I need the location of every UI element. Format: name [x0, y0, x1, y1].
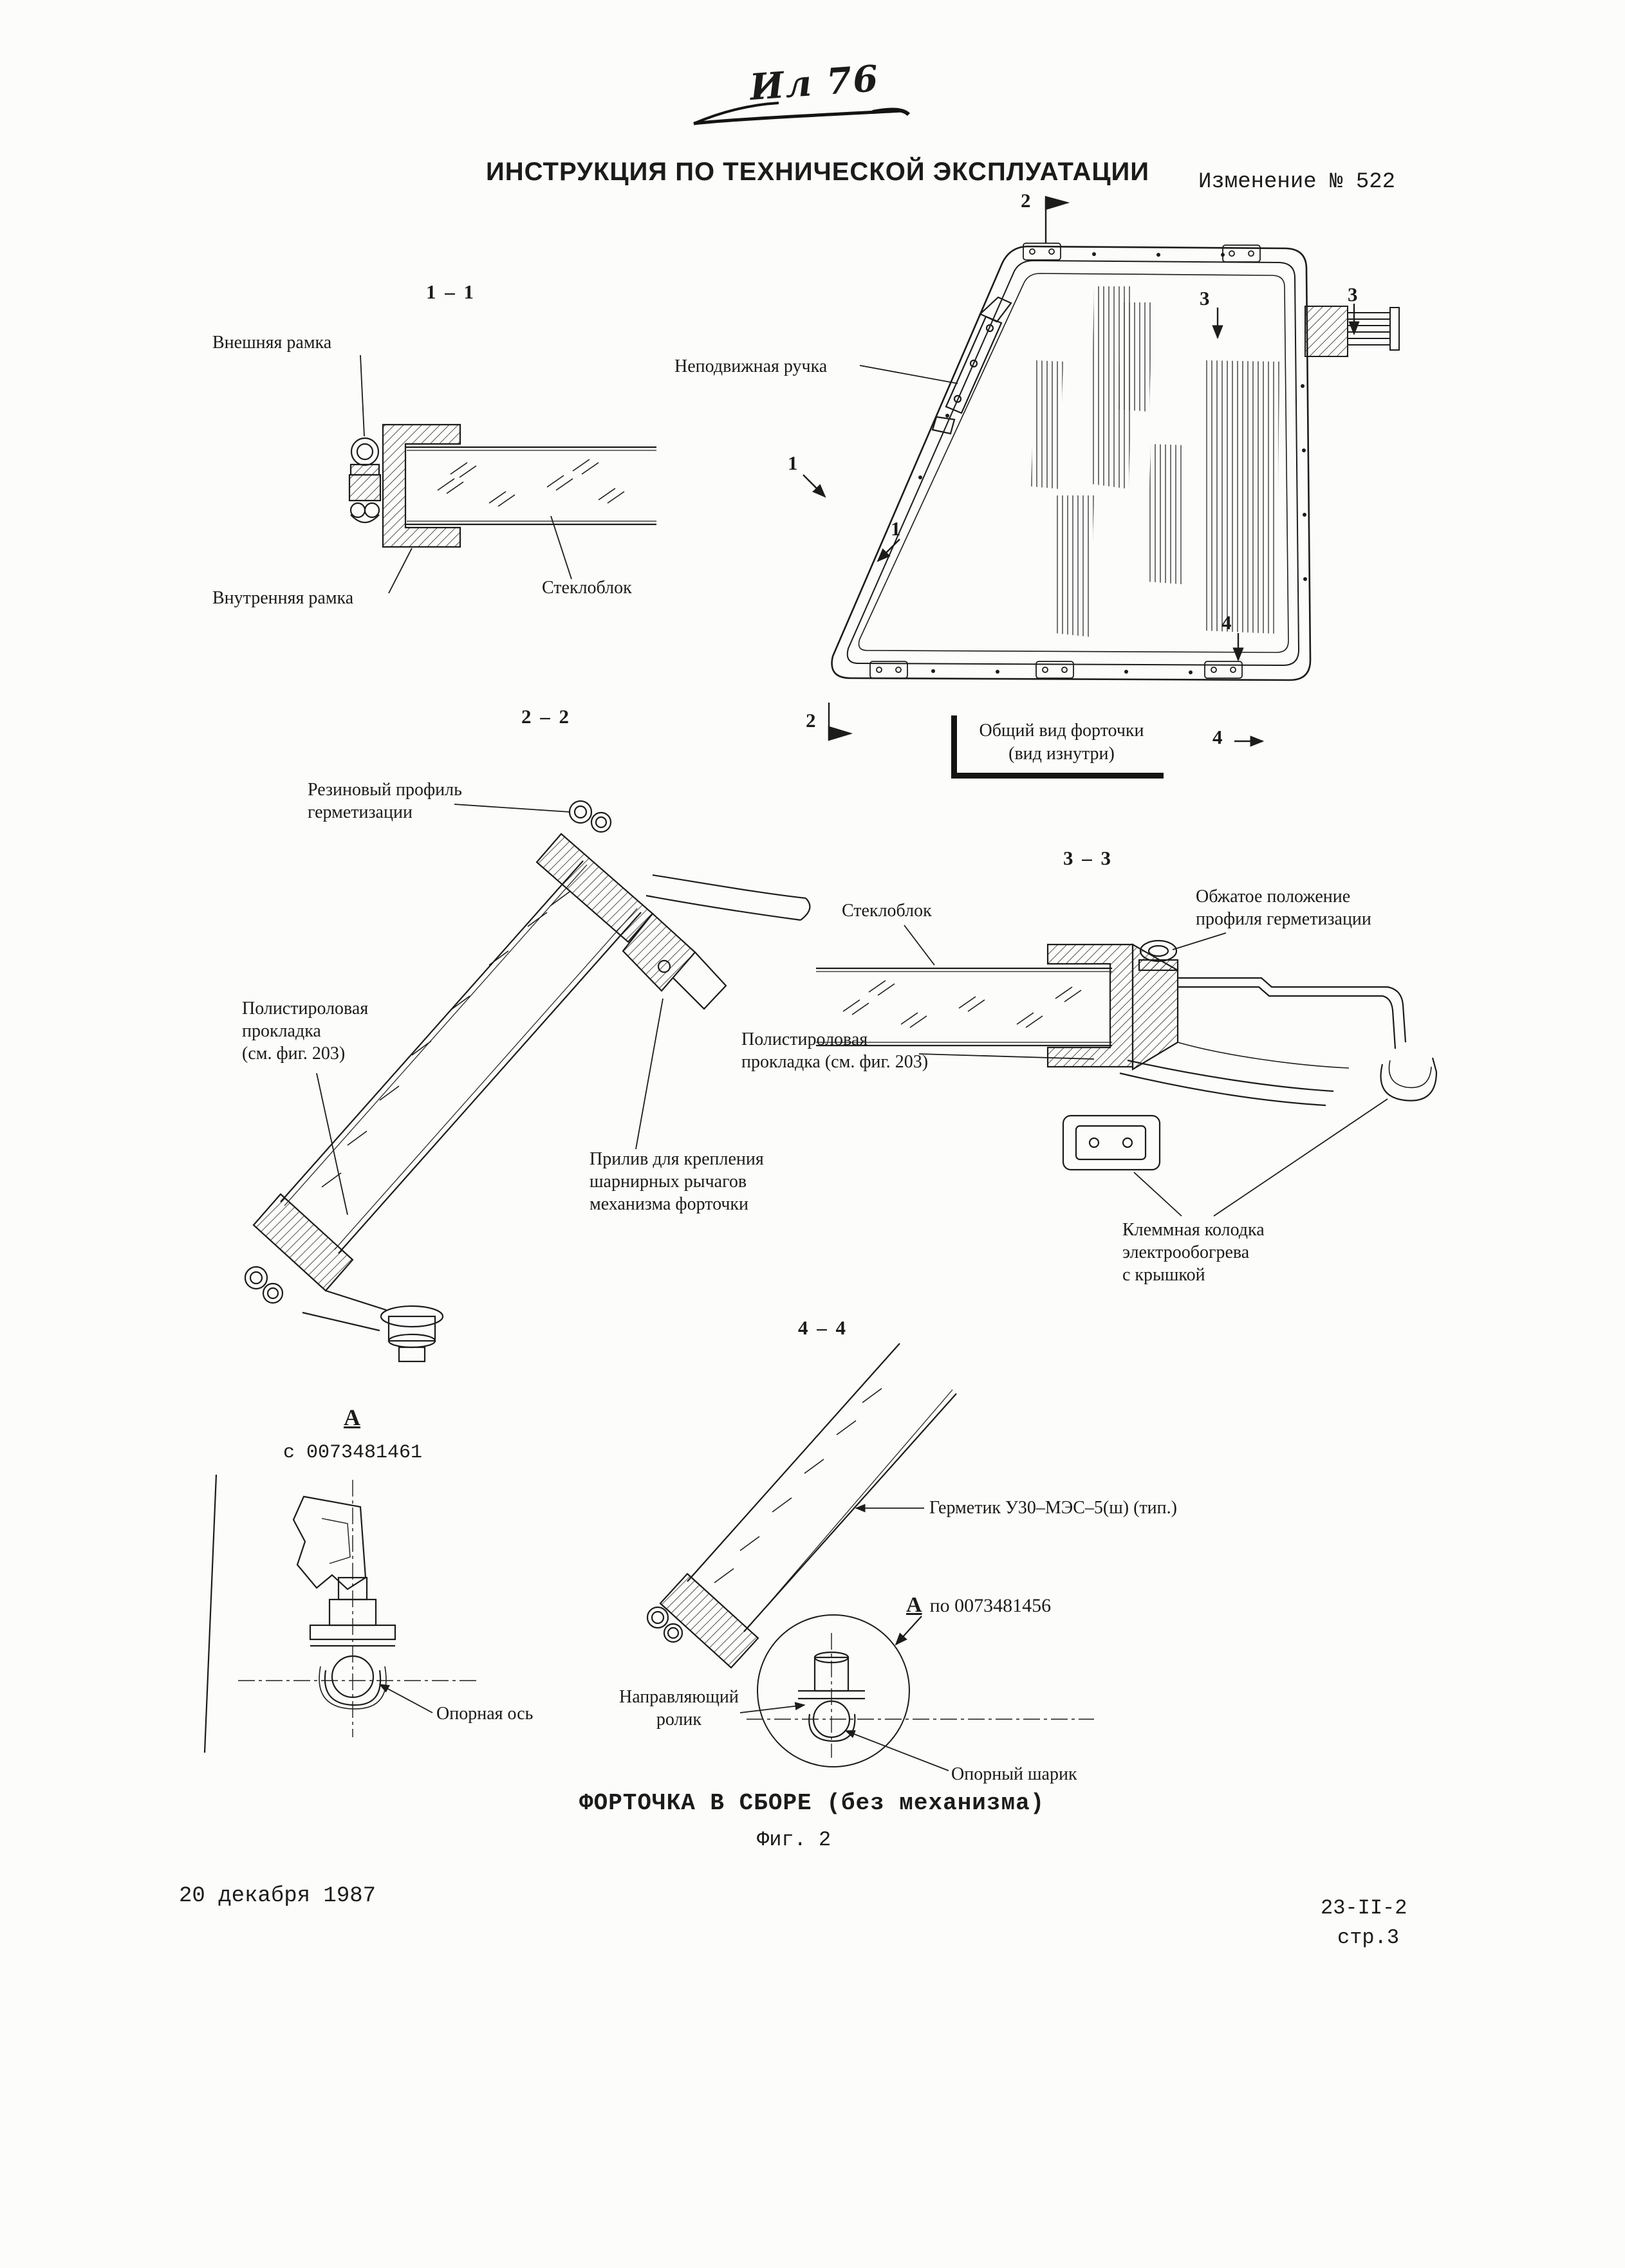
cut-mark-2-bottom: 2 — [806, 709, 816, 732]
change-number: Изменение № 522 — [1198, 170, 1396, 194]
label-glass-block-1: Стеклоблок — [542, 578, 632, 598]
section-1-1-drawing — [348, 355, 656, 594]
cut-mark-3-right: 3 — [1348, 283, 1358, 306]
glass-shading — [1031, 286, 1279, 637]
cut-mark-2-top: 2 — [1021, 189, 1031, 212]
label-glass-block-2: Стеклоблок — [842, 901, 932, 921]
section-2-2-label: 2 – 2 — [521, 705, 571, 728]
label-support-ball: Опорный шарик — [951, 1764, 1077, 1784]
footer-date: 20 декабря 1987 — [179, 1884, 376, 1908]
label-fixed-handle: Неподвижная ручка — [674, 356, 828, 376]
cut-mark-1-top: 1 — [788, 452, 798, 474]
fixed-handle-drawing — [931, 296, 1012, 435]
section-2-2-drawing — [244, 800, 811, 1363]
logo-swoosh-icon — [693, 102, 911, 125]
detail-a-drawing — [203, 1474, 476, 1753]
label-rubber-profile: Резиновый профиль герметизации — [308, 780, 462, 822]
detail-a-mark: А — [906, 1593, 922, 1617]
detail-a-title: А — [344, 1405, 360, 1430]
page-title: ИНСТРУКЦИЯ ПО ТЕХНИЧЕСКОЙ ЭКСПЛУАТАЦИИ — [486, 158, 1150, 186]
label-support-axis: Опорная ось — [436, 1704, 534, 1724]
label-sealant: Герметик У30–МЭС–5(ш) (тип.) — [929, 1498, 1177, 1518]
label-poly-gasket-1: Полистироловая прокладка (см. фиг. 203) — [242, 999, 369, 1064]
section-4-4-label: 4 – 4 — [798, 1316, 848, 1339]
cut-mark-4-bottom: 4 — [1212, 726, 1223, 748]
label-terminal-block: Клеммная колодка электрообогрева с крышк… — [1122, 1220, 1265, 1285]
figure-caption: ФОРТОЧКА В СБОРЕ (без механизма) — [579, 1790, 1045, 1816]
latch-drawing — [1305, 306, 1400, 357]
section-3-3-label: 3 – 3 — [1063, 847, 1113, 869]
cut-mark-1-bottom: 1 — [891, 517, 901, 540]
overall-view-drawing — [803, 196, 1400, 747]
detail-a-ref-number: по 0073481456 — [929, 1595, 1052, 1616]
footer-page-number: стр.3 — [1337, 1926, 1400, 1950]
label-poly-gasket-2: Полистироловая прокладка (см. фиг. 203) — [741, 1029, 929, 1072]
section-1-1-label: 1 – 1 — [426, 281, 476, 303]
detail-a-from-ref: с 0073481461 — [283, 1442, 423, 1464]
label-compressed-profile: Обжатое положение профиля герметизации — [1196, 887, 1371, 929]
cut-marks — [803, 196, 1360, 747]
cut-mark-3-left: 3 — [1200, 287, 1210, 309]
label-inner-frame: Внутренняя рамка — [212, 588, 354, 608]
section-3-3-drawing — [816, 925, 1438, 1217]
label-hinge-boss: Прилив для крепления шарнирных рычагов м… — [590, 1149, 764, 1214]
rivets — [918, 252, 1307, 674]
cut-mark-4-top: 4 — [1221, 611, 1232, 634]
figure-number: Фиг. 2 — [757, 1828, 831, 1852]
footer-doc-ref: 23-II-2 — [1321, 1896, 1407, 1920]
overall-view-caption: Общий вид форточки (вид изнутри) — [951, 715, 1164, 779]
section-4-4-drawing — [646, 1343, 1094, 1771]
label-guide-roller: Направляющий ролик — [619, 1687, 739, 1729]
aircraft-logo: Ил 76 — [748, 57, 881, 109]
label-outer-frame: Внешняя рамка — [212, 333, 332, 353]
